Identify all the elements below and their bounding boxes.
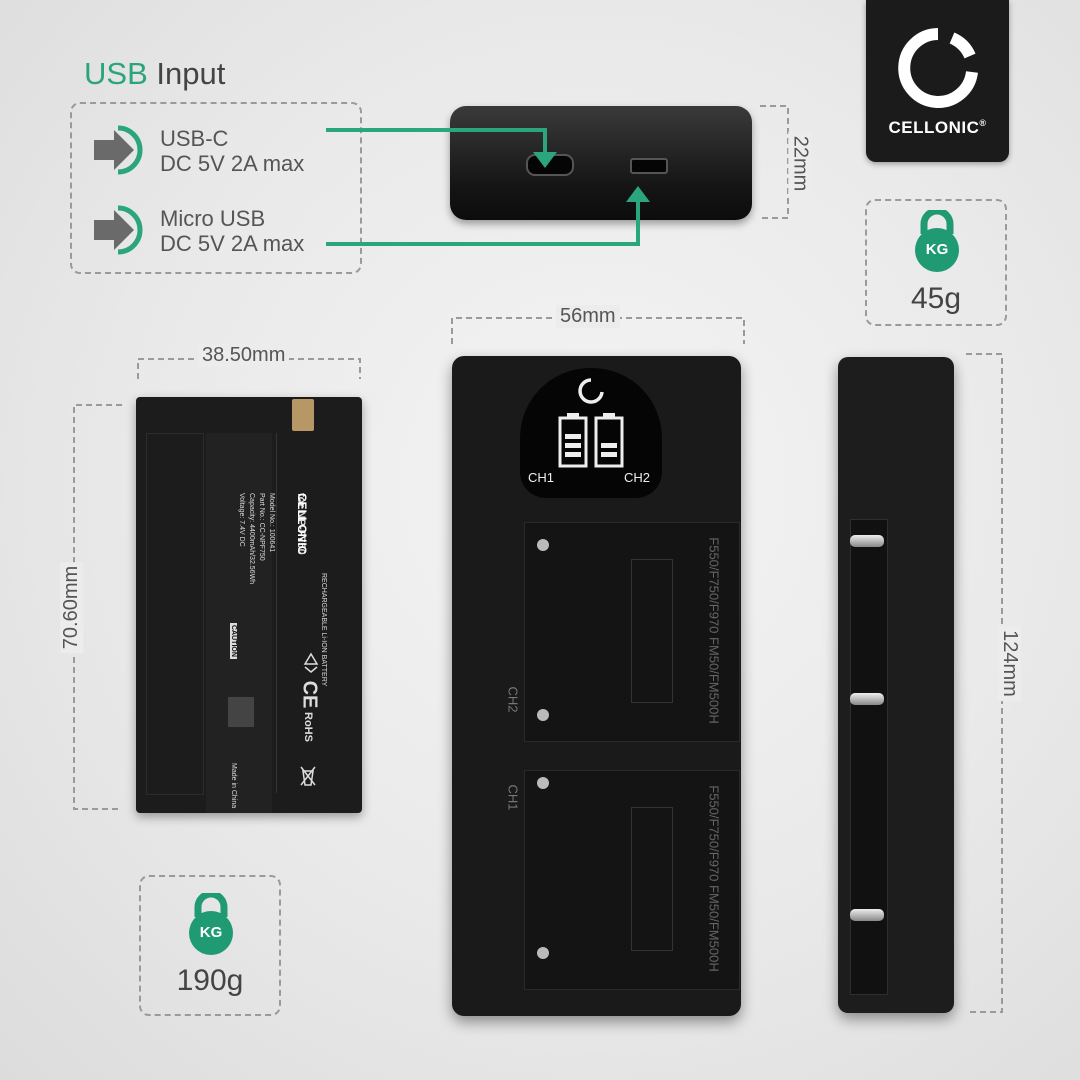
kg-badge-text: KG (199, 924, 223, 941)
side-contact (850, 535, 884, 547)
slot-contact (537, 777, 549, 789)
kettlebell-icon (915, 210, 959, 272)
micro-usb-spec: DC 5V 2A max (160, 231, 305, 256)
usb-c-spec: DC 5V 2A max (160, 151, 305, 176)
ce-mark: CE (298, 680, 321, 709)
usb-c-name: USB-C (160, 126, 229, 151)
slot-2-compat: F550/F750/F970 FM50/FM500H (706, 537, 722, 724)
charging-slot-1[interactable]: F550/F750/F970 FM50/FM500H (524, 770, 740, 990)
cellonic-logo-icon (898, 28, 978, 108)
battery-made-in: Made in China (230, 763, 237, 809)
slot-1-label: CH1 (505, 784, 521, 811)
rohs-mark: RoHS (301, 712, 314, 742)
title-highlight: USB (84, 56, 148, 91)
usb-input-box (70, 102, 362, 274)
battery-part-no: Part No.: CC-NPF750 (258, 493, 265, 561)
arrow-in-icon (94, 205, 143, 255)
charger-weight-value: 45g (910, 282, 962, 315)
input-connector-lines (326, 128, 650, 246)
charger-weight-box (865, 199, 1007, 326)
arrow-in-icon (94, 125, 143, 175)
battery-weight-box (139, 875, 281, 1016)
side-contact (850, 693, 884, 705)
battery-width-label: 38.50mm (198, 344, 290, 367)
slot-1-compat: F550/F750/F970 FM50/FM500H (706, 785, 722, 972)
battery-model-no: Model No.: 100641 (268, 493, 275, 553)
usb-c-input: USB-C DC 5V 2A max (160, 126, 304, 176)
dual-charger-front: CH1 CH2 F550/F750/F970 FM50/FM500H CH2 F… (452, 356, 741, 1016)
side-contact (850, 909, 884, 921)
battery-voltage: Voltage: 7.4V DC (238, 493, 245, 547)
dimension-line-22mm (760, 105, 789, 219)
slot-contact (537, 709, 549, 721)
battery-label-area: for NP-F750 CELLONIC RECHARGEABLE Li-ION… (230, 433, 357, 808)
charger-width-label: 56mm (556, 305, 620, 328)
battery-level-icon (558, 413, 624, 468)
recycle-icon (303, 652, 319, 673)
kettlebell-icon (189, 893, 233, 955)
cellonic-logo-icon (578, 378, 604, 404)
section-title: USB Input (84, 56, 225, 92)
battery-brand: CELLONIC (295, 493, 309, 555)
battery-caution: CAUTION (230, 623, 237, 659)
display-ch2-label: CH2 (624, 470, 651, 485)
micro-usb-name: Micro USB (160, 206, 266, 231)
charger-length-label: 124mm (997, 626, 1021, 701)
slot-contact (537, 947, 549, 959)
display-ch1-label: CH1 (528, 470, 555, 485)
battery-length-label: 70.60mm (60, 561, 84, 654)
charging-slot-2[interactable]: F550/F750/F970 FM50/FM500H (524, 522, 740, 742)
micro-usb-port (630, 158, 668, 174)
charger-height-label: 22mm (788, 131, 812, 196)
battery-capacity: Capacity: 4400mAh/32.56Wh (248, 493, 255, 585)
battery-terminal (292, 399, 314, 431)
charger-display: CH1 CH2 (520, 368, 662, 498)
battery-weight-value: 190g (176, 964, 244, 997)
battery-pack: for NP-F750 CELLONIC RECHARGEABLE Li-ION… (136, 397, 362, 813)
slot-2-label: CH2 (505, 686, 521, 713)
kg-badge-text: KG (925, 241, 949, 258)
micro-usb-input: Micro USB DC 5V 2A max (160, 206, 304, 256)
brand-name: CELLONIC® (888, 118, 987, 137)
cellonic-logo-badge: CELLONIC® (866, 0, 1009, 162)
slot-contact (537, 539, 549, 551)
title-rest: Input (156, 56, 226, 91)
charger-end-view (450, 106, 752, 220)
charger-side-view (838, 357, 954, 1013)
weee-icon (300, 766, 316, 786)
